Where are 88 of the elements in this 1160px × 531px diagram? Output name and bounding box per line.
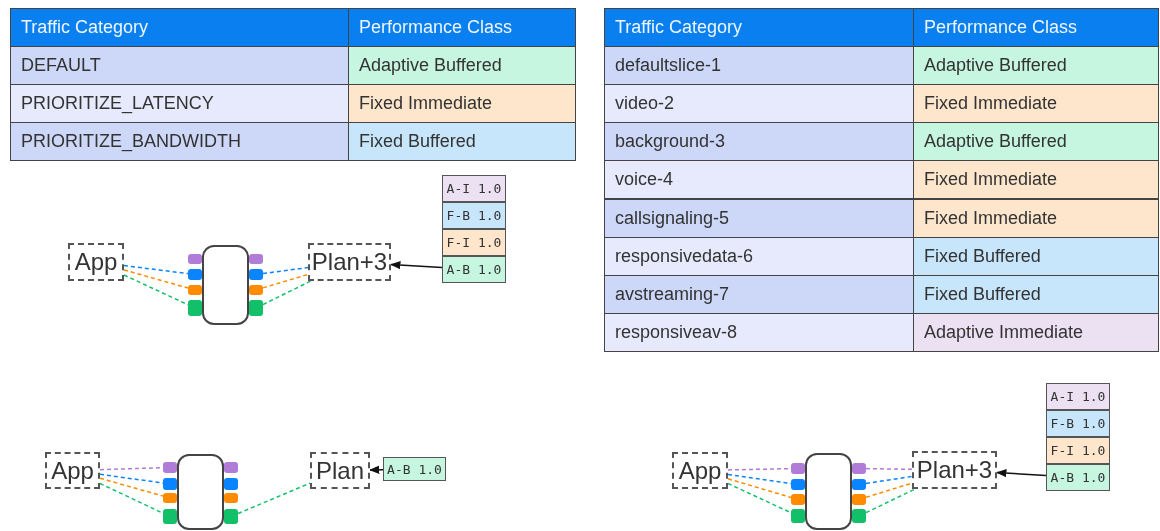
dashed-line [727, 478, 792, 499]
connector-port [163, 478, 177, 490]
arrow [995, 468, 1047, 478]
connector-port [791, 494, 805, 505]
class-tag: F-B 1.0 [1046, 410, 1110, 437]
header-cell: Traffic Category [10, 8, 349, 47]
connector-port [249, 269, 263, 280]
dashed-line [262, 273, 309, 289]
class-tag: F-B 1.0 [442, 202, 506, 229]
table-cell: PRIORITIZE_BANDWIDTH [10, 122, 349, 161]
connector-port [791, 479, 805, 490]
table-cell: Fixed Immediate [348, 84, 576, 123]
connector-port [224, 478, 238, 490]
connector-port [188, 269, 202, 280]
connector-port [188, 254, 202, 264]
dashed-line [99, 477, 164, 497]
device-box [202, 245, 249, 325]
table-cell: background-3 [604, 122, 914, 162]
dashed-label-box: App [45, 452, 100, 489]
table-cell: Fixed Buffered [913, 274, 1159, 314]
table-cell: voice-4 [604, 160, 914, 200]
connector-port [224, 462, 238, 473]
dashed-label-box: Plan [310, 452, 370, 489]
connector-port [224, 493, 238, 503]
connector-port [163, 462, 177, 473]
dashed-line [123, 274, 189, 306]
dashed-line [99, 482, 164, 514]
table-cell: Fixed Immediate [913, 198, 1159, 238]
header-cell: Performance Class [348, 8, 576, 47]
device-box [177, 454, 224, 530]
table-cell: Adaptive Buffered [913, 122, 1159, 162]
table-cell: Adaptive Immediate [913, 312, 1159, 352]
table-cell: avstreaming-7 [604, 274, 914, 314]
dashed-line [123, 269, 189, 289]
dashed-label-box: App [672, 452, 728, 489]
class-tag: F-I 1.0 [442, 229, 506, 256]
connector-port [852, 494, 866, 505]
connector-port [249, 254, 263, 264]
dashed-line [865, 488, 916, 514]
dashed-label-box: Plan+3 [308, 243, 391, 281]
table-cell: responsivedata-6 [604, 236, 914, 276]
connector-port [791, 463, 805, 474]
dashed-line [262, 280, 312, 306]
dashed-line [865, 467, 913, 471]
class-tag: F-I 1.0 [1046, 437, 1110, 464]
connector-port [188, 285, 202, 295]
dashed-line [865, 475, 913, 485]
class-tag: A-I 1.0 [1046, 383, 1110, 410]
connector-port [791, 509, 805, 523]
table-cell: callsignaling-5 [604, 198, 914, 238]
table-cell: PRIORITIZE_LATENCY [10, 84, 349, 123]
class-tag: A-B 1.0 [442, 256, 506, 283]
connector-port [249, 285, 263, 295]
header-cell: Traffic Category [604, 8, 914, 48]
dashed-line [123, 264, 189, 275]
dashed-line [865, 482, 913, 499]
table-cell: video-2 [604, 84, 914, 124]
table-cell: Fixed Immediate [913, 84, 1159, 124]
table-cell: Fixed Buffered [348, 122, 576, 161]
table-cell: responsiveav-8 [604, 312, 914, 352]
dashed-line [99, 473, 164, 484]
table-cell: Fixed Buffered [913, 236, 1159, 276]
device-box [805, 453, 852, 530]
dashed-label-box: Plan+3 [912, 451, 997, 489]
connector-port [224, 509, 238, 524]
dashed-line [237, 482, 311, 515]
connector-port [163, 493, 177, 503]
class-tag: A-B 1.0 [1046, 464, 1110, 491]
connector-port [163, 509, 177, 524]
dashed-line [727, 482, 792, 514]
connector-port [249, 300, 263, 316]
connector-port [852, 479, 866, 490]
table-cell: Fixed Immediate [913, 160, 1159, 200]
table-cell: Adaptive Buffered [348, 46, 576, 85]
connector-port [852, 509, 866, 523]
table-cell: Adaptive Buffered [913, 46, 1159, 86]
header-cell: Performance Class [913, 8, 1159, 48]
arrow [368, 465, 384, 474]
dashed-label-box: App [68, 243, 124, 281]
dashed-line [727, 473, 792, 485]
table-cell: defaultslice-1 [604, 46, 914, 86]
connector-port [188, 300, 202, 316]
dashed-line [262, 266, 309, 275]
table-cell: DEFAULT [10, 46, 349, 85]
connector-port [852, 463, 866, 474]
class-tag: A-B 1.0 [383, 457, 446, 481]
arrow [389, 260, 443, 270]
class-tag: A-I 1.0 [442, 175, 506, 202]
